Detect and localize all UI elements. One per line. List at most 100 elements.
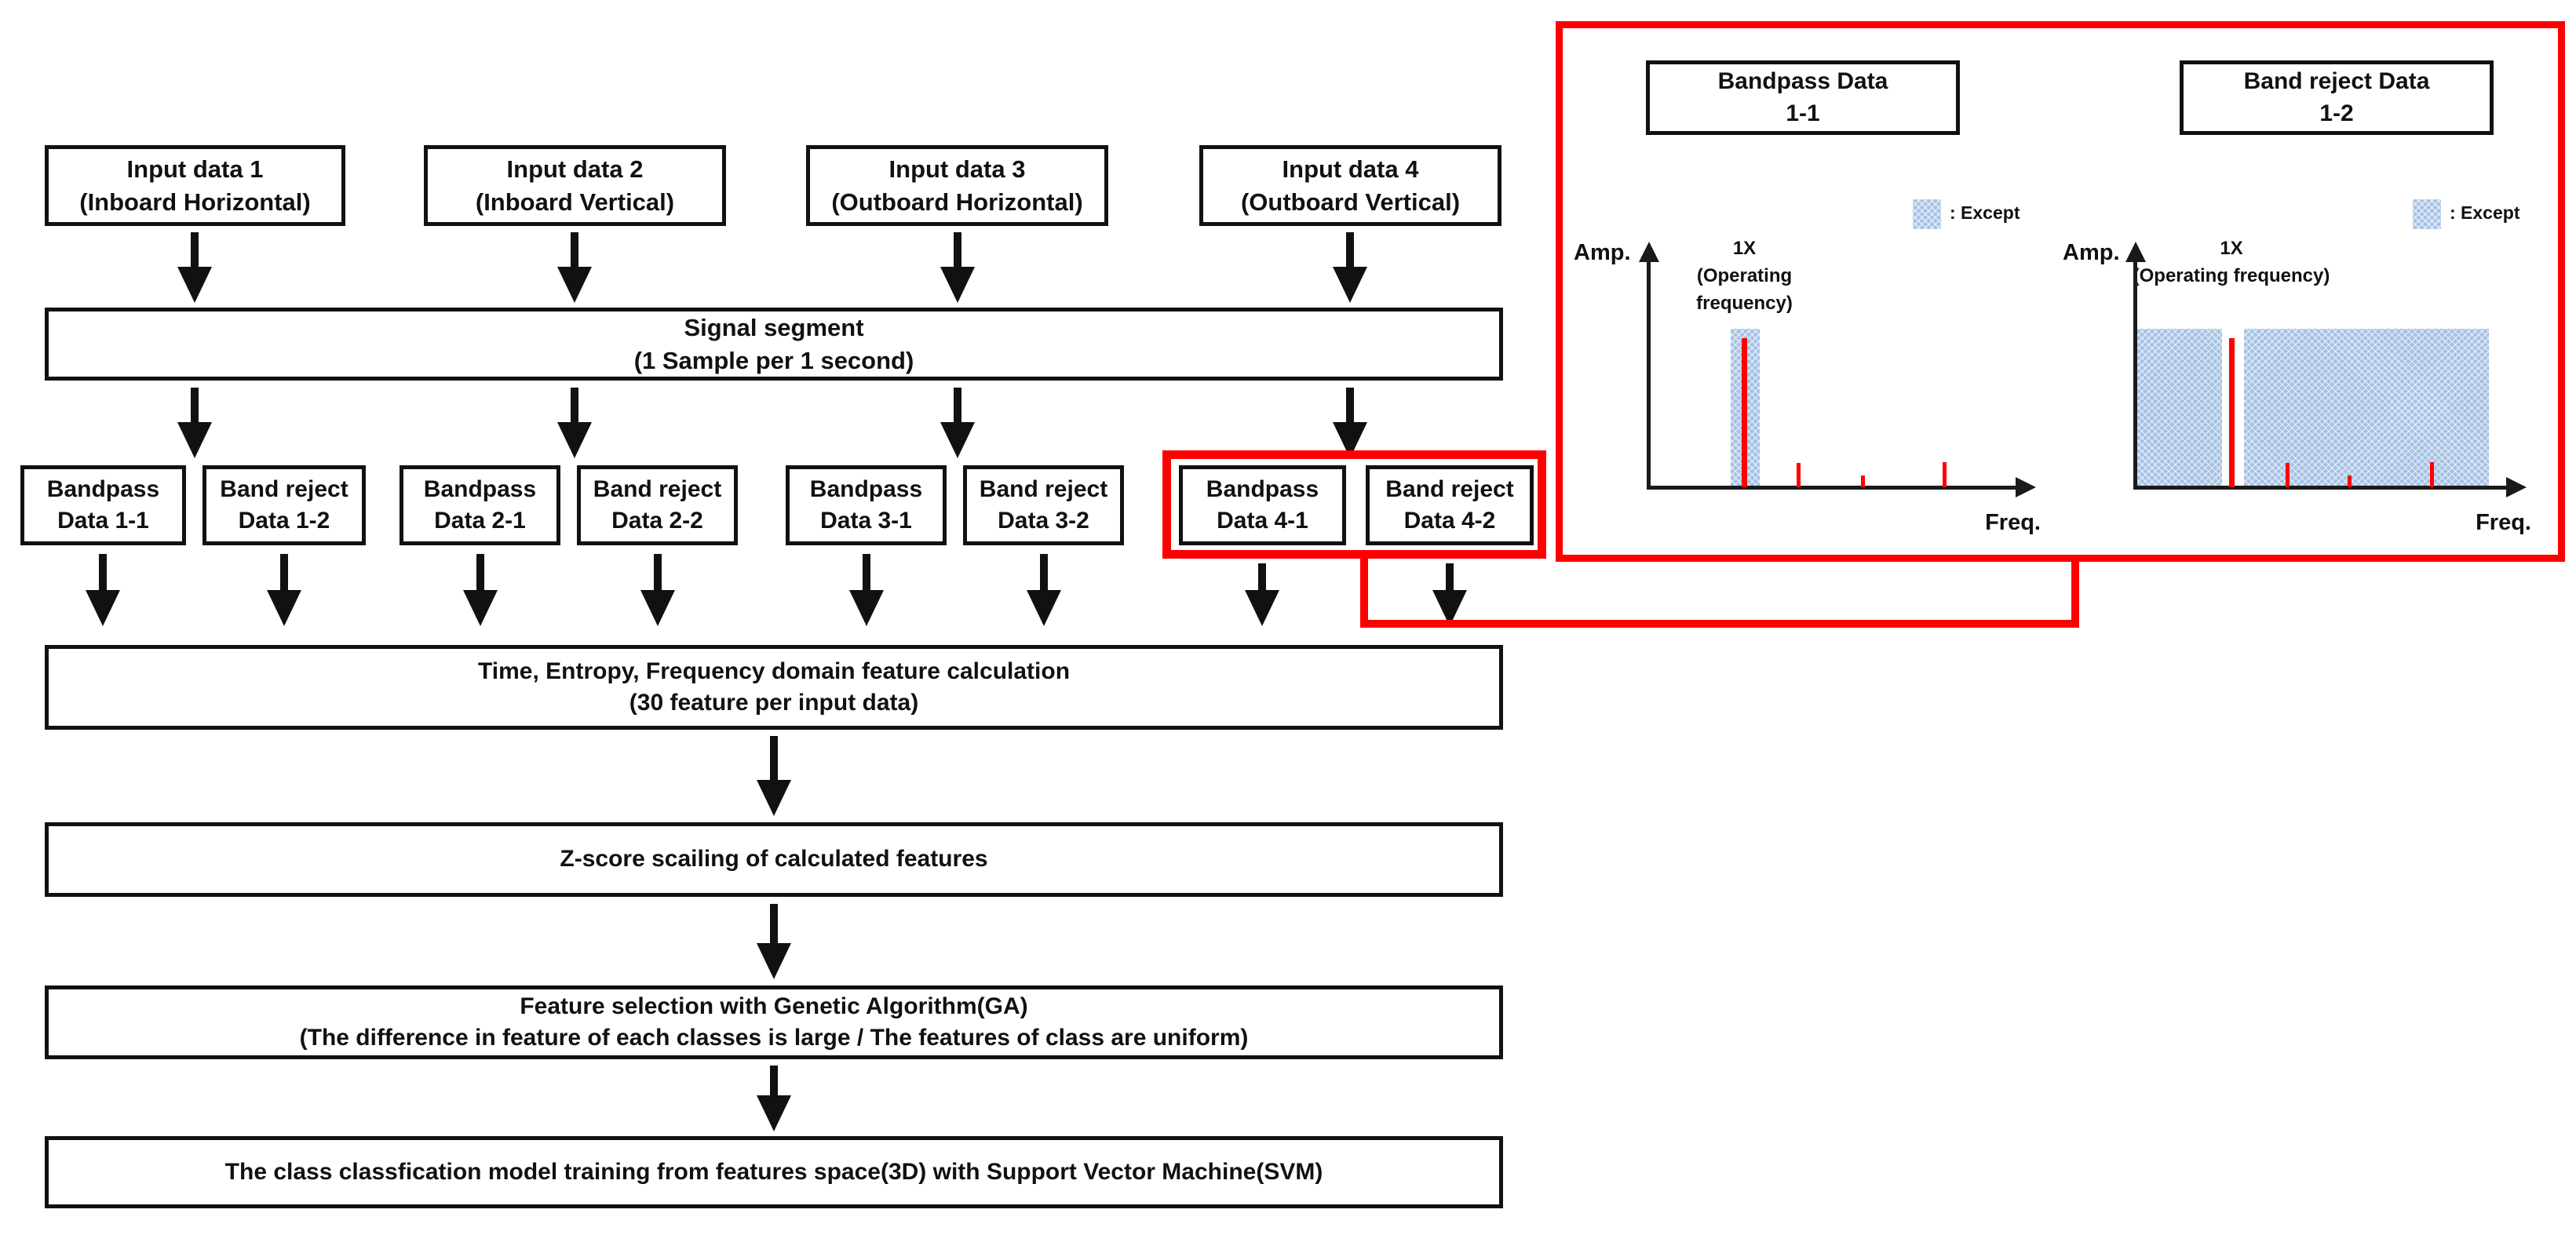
- down-arrow-icon: [940, 232, 975, 303]
- band-box-1-2-line1: Band reject: [220, 475, 348, 502]
- band-box-2-1-line2: Data 2-1: [434, 508, 526, 534]
- down-arrow-icon: [267, 554, 301, 626]
- highlight-frame: [1162, 450, 1546, 559]
- band-box-1-2-line2: Data 1-2: [238, 508, 330, 534]
- band-box-3-1: Bandpass Data 3-1: [786, 465, 947, 545]
- x-axis: [1647, 486, 2017, 490]
- down-arrow-icon: [1027, 554, 1061, 626]
- band-box-2-1-line1: Bandpass: [423, 475, 537, 502]
- band-box-4-1-line1: Bandpass: [1206, 475, 1319, 502]
- band-box-3-2-line1: Band reject: [979, 475, 1108, 502]
- band-box-1-1-line2: Data 1-1: [57, 508, 149, 534]
- freq-axis-label: Freq.: [1985, 510, 2041, 535]
- x-axis: [2133, 486, 2508, 490]
- peak-annotation: 1X (Operating frequency): [2131, 235, 2332, 290]
- peak-annotation-line1: 1X: [2220, 238, 2243, 259]
- input-box-2: Input data 2 (Inboard Vertical): [424, 145, 726, 226]
- inset-header-bandpass: Bandpass Data 1-1: [1646, 60, 1960, 135]
- input-box-1: Input data 1 (Inboard Horizontal): [45, 145, 345, 226]
- peak-annotation-line2: (Operating frequency): [2133, 264, 2330, 286]
- inset-panel: [1556, 21, 2565, 562]
- input-box-4-line1: Input data 4: [1282, 155, 1419, 183]
- signal-segment-line2: (1 Sample per 1 second): [633, 346, 914, 374]
- signal-segment-box: Signal segment (1 Sample per 1 second): [45, 308, 1503, 381]
- y-axis-arrow-icon: [2125, 242, 2146, 262]
- band-box-3-2: Band reject Data 3-2: [963, 465, 1124, 545]
- down-arrow-icon: [557, 388, 592, 458]
- inset-header-bandreject: Band reject Data 1-2: [2180, 60, 2494, 135]
- band-box-2-1: Bandpass Data 2-1: [400, 465, 560, 545]
- harmonic-spike: [1797, 463, 1801, 487]
- feature-calc-line2: (30 feature per input data): [629, 690, 919, 716]
- down-arrow-icon: [757, 904, 791, 979]
- harmonic-spike: [2430, 462, 2434, 487]
- inset-header-bandreject-line2: 1-2: [2319, 100, 2354, 126]
- amp-axis-label: Amp.: [1574, 240, 1631, 265]
- down-arrow-icon: [557, 232, 592, 303]
- feature-selection-line2: (The difference in feature of each class…: [299, 1025, 1249, 1051]
- down-arrow-icon: [640, 554, 675, 626]
- input-box-2-line1: Input data 2: [506, 155, 644, 183]
- peak-annotation-line2: (Operating frequency): [1696, 264, 1793, 314]
- signal-segment-line1: Signal segment: [684, 313, 864, 341]
- amp-axis-label: Amp.: [2063, 240, 2120, 265]
- band-box-2-2-line2: Data 2-2: [611, 508, 703, 534]
- red-connector-vertical-right: [2071, 559, 2079, 628]
- x-axis-arrow-icon: [2506, 477, 2527, 497]
- input-box-4-line2: (Outboard Vertical): [1240, 188, 1461, 216]
- inset-header-bandpass-line1: Bandpass Data: [1717, 68, 1888, 95]
- legend-swatch-icon: [2413, 199, 2441, 229]
- peak-annotation: 1X (Operating frequency): [1648, 235, 1841, 317]
- down-arrow-icon: [1333, 388, 1367, 458]
- band-box-2-2: Band reject Data 2-2: [577, 465, 738, 545]
- y-axis-arrow-icon: [1639, 242, 1659, 262]
- down-arrow-icon: [757, 1066, 791, 1131]
- zscore-line1: Z-score scailing of calculated features: [560, 846, 988, 873]
- band-box-3-1-line2: Data 3-1: [820, 508, 912, 534]
- band-box-2-2-line1: Band reject: [593, 475, 722, 502]
- band-box-1-1: Bandpass Data 1-1: [20, 465, 186, 545]
- band-box-1-1-line1: Bandpass: [46, 475, 160, 502]
- down-arrow-icon: [1245, 563, 1279, 626]
- harmonic-spike: [1943, 462, 1947, 487]
- inset-header-bandpass-line2: 1-1: [1786, 100, 1820, 126]
- x-axis-arrow-icon: [2016, 477, 2036, 497]
- down-arrow-icon: [940, 388, 975, 458]
- input-box-1-line1: Input data 1: [126, 155, 264, 183]
- input-box-3: Input data 3 (Outboard Horizontal): [806, 145, 1108, 226]
- input-box-3-line2: (Outboard Horizontal): [831, 188, 1083, 216]
- input-box-4: Input data 4 (Outboard Vertical): [1199, 145, 1501, 226]
- input-box-1-line2: (Inboard Horizontal): [79, 188, 311, 216]
- feature-calc-box: Time, Entropy, Frequency domain feature …: [45, 645, 1503, 730]
- y-axis: [2133, 259, 2137, 490]
- input-box-3-line1: Input data 3: [888, 155, 1026, 183]
- feature-calc-line1: Time, Entropy, Frequency domain feature …: [477, 658, 1071, 684]
- red-connector-vertical-left: [1360, 557, 1368, 628]
- except-band: [2244, 329, 2489, 487]
- down-arrow-icon: [849, 554, 884, 626]
- band-box-3-2-line2: Data 3-2: [998, 508, 1089, 534]
- down-arrow-icon: [1333, 232, 1367, 303]
- red-connector-horizontal: [1360, 620, 2079, 628]
- down-arrow-icon: [757, 736, 791, 816]
- down-arrow-icon: [86, 554, 120, 626]
- legend-label: : Except: [2450, 202, 2520, 223]
- down-arrow-icon: [1432, 563, 1467, 626]
- band-box-4-1-line2: Data 4-1: [1217, 508, 1308, 534]
- feature-selection-box: Feature selection with Genetic Algorithm…: [45, 985, 1503, 1059]
- peak-annotation-line1: 1X: [1732, 238, 1757, 259]
- harmonic-spike: [2286, 463, 2290, 487]
- feature-selection-line1: Feature selection with Genetic Algorithm…: [520, 993, 1028, 1019]
- band-box-4-2-line1: Band reject: [1385, 475, 1514, 502]
- svm-line1: The class classfication model training f…: [224, 1158, 1323, 1185]
- harmonic-spike: [2348, 475, 2352, 487]
- legend-swatch-icon: [1913, 199, 1941, 229]
- zscore-box: Z-score scailing of calculated features: [45, 822, 1503, 897]
- svm-box: The class classfication model training f…: [45, 1136, 1503, 1208]
- band-box-1-2: Band reject Data 1-2: [203, 465, 366, 545]
- band-box-4-1: Bandpass Data 4-1: [1179, 465, 1346, 545]
- input-box-2-line2: (Inboard Vertical): [475, 188, 675, 216]
- band-box-4-2: Band reject Data 4-2: [1366, 465, 1534, 545]
- except-band: [2137, 329, 2222, 487]
